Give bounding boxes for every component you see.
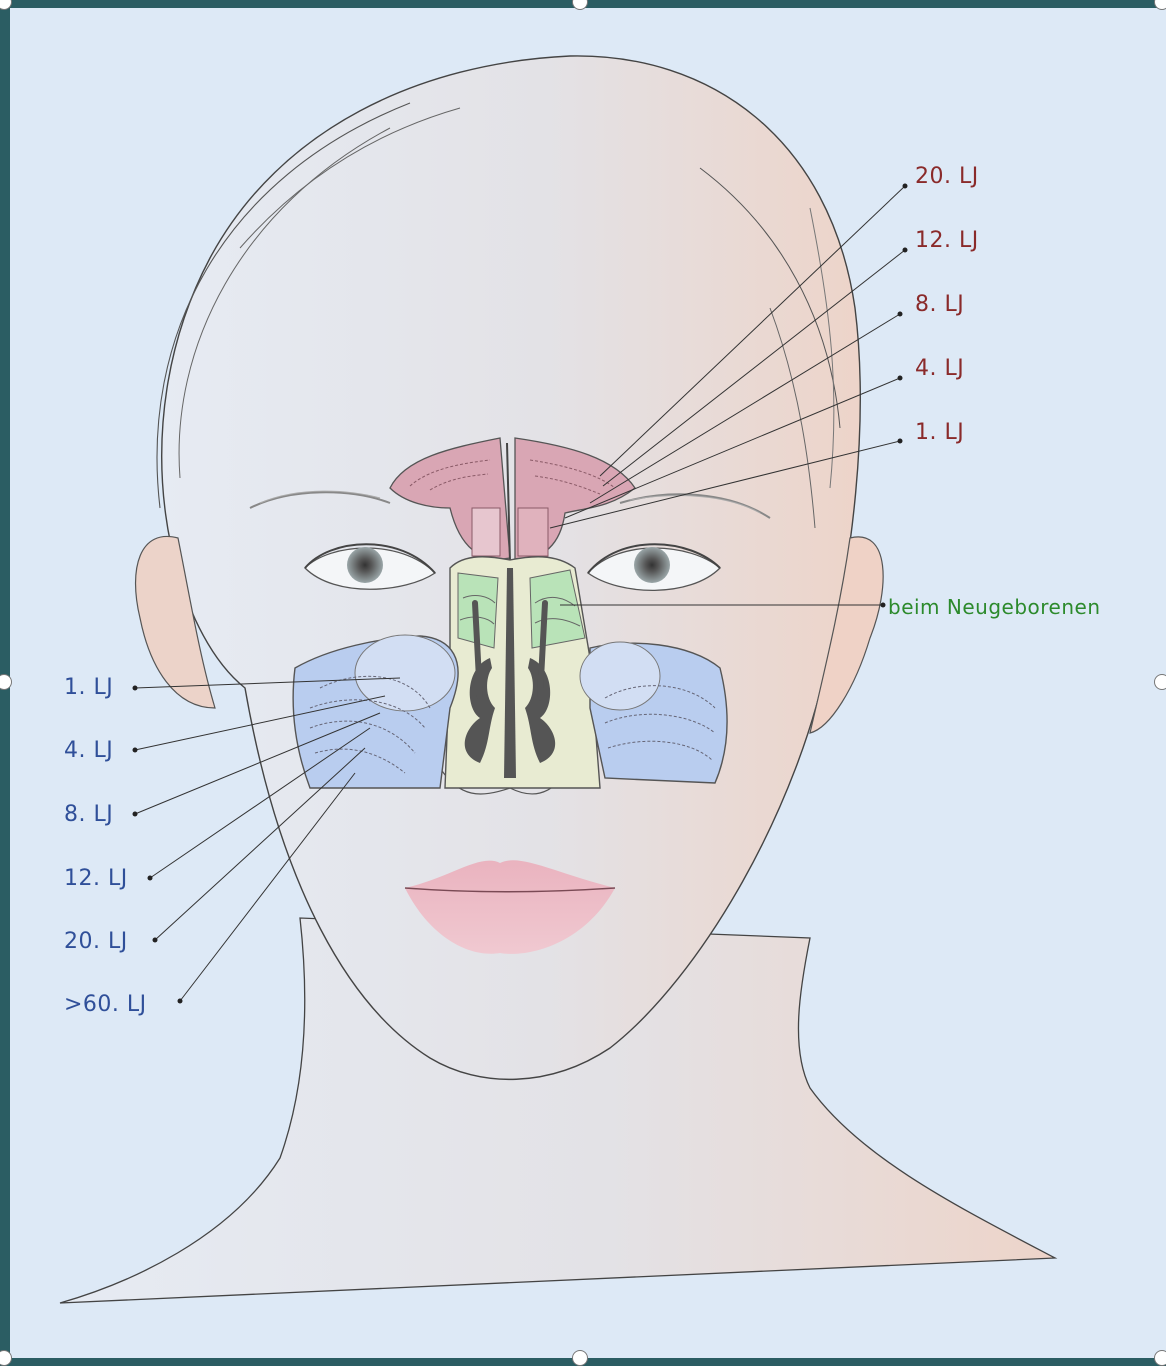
frontal-label-4: 4. LJ — [915, 356, 964, 382]
maxillary-label-60: >60. LJ — [64, 992, 147, 1018]
frontal-leader-dots — [898, 184, 908, 444]
frontal-label-8: 8. LJ — [915, 292, 964, 318]
illustration-frame: 20. LJ 12. LJ 8. LJ 4. LJ 1. LJ beim Neu… — [10, 8, 1166, 1358]
right-maxillary-sinus — [580, 642, 727, 783]
resize-handle-right[interactable] — [1154, 674, 1166, 690]
left-maxillary-sinus — [293, 635, 458, 788]
frontal-label-12: 12. LJ — [915, 228, 979, 254]
sinus-development-diagram — [10, 8, 1166, 1358]
maxillary-label-4: 4. LJ — [64, 738, 113, 764]
resize-handle-bottom[interactable] — [572, 1350, 588, 1366]
frontal-label-20: 20. LJ — [915, 164, 979, 190]
frontal-label-1: 1. LJ — [915, 420, 964, 446]
nasal-cavity — [445, 557, 600, 788]
ethmoid-label: beim Neugeborenen — [888, 594, 1101, 620]
maxillary-leader-dots — [133, 686, 183, 1004]
maxillary-label-8: 8. LJ — [64, 802, 113, 828]
maxillary-label-1: 1. LJ — [64, 675, 113, 701]
maxillary-label-12: 12. LJ — [64, 866, 128, 892]
resize-handle-bottom-left[interactable] — [0, 1350, 12, 1366]
maxillary-label-20: 20. LJ — [64, 929, 128, 955]
resize-handle-bottom-right[interactable] — [1154, 1350, 1166, 1366]
